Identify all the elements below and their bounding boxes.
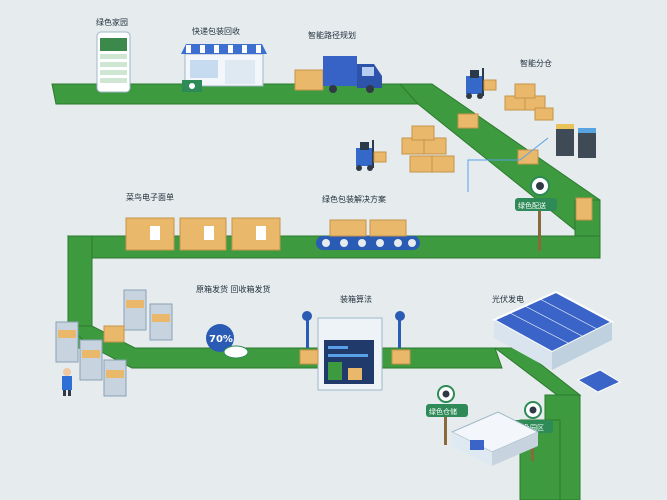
- recycle-bins: [556, 124, 596, 158]
- recycle-station: [181, 44, 267, 92]
- packing-machine: [299, 311, 411, 391]
- box-stack-top: [457, 83, 554, 129]
- sign-green-storage: 绿色仓储: [426, 385, 468, 445]
- label-smart-route: 智能路径规划: [308, 30, 356, 40]
- label-green-home: 绿色家园: [96, 17, 128, 27]
- conveyor-belt: [316, 219, 420, 250]
- box-stack-middle: [401, 125, 539, 173]
- solar-building: [491, 290, 615, 370]
- phone-app: [96, 31, 131, 93]
- sign-green-delivery-text: 绿色配送: [518, 201, 546, 210]
- recycle-badge: 70%: [206, 324, 249, 359]
- label-express-recycle: 快递包装回收: [192, 26, 240, 36]
- sign-green-delivery: 绿色配送: [515, 176, 557, 251]
- sign-green-storage-text: 绿色仓储: [429, 407, 457, 416]
- warehouse-building: [450, 411, 540, 466]
- delivery-truck: [294, 56, 382, 93]
- label-packing-algorithm: 装箱算法: [340, 294, 372, 304]
- shelves: [55, 289, 173, 397]
- badge-percent: 70%: [209, 334, 233, 345]
- cainiao-label-boxes: [125, 217, 281, 251]
- label-solar-power: 光伏发电: [492, 294, 524, 304]
- box-right: [575, 197, 593, 221]
- worker: [62, 368, 72, 396]
- forklift-top: [466, 68, 497, 99]
- label-smart-warehouse: 智能分仓: [520, 58, 552, 68]
- label-green-packaging: 绿色包装解决方案: [322, 194, 386, 204]
- label-cainiao-label: 菜鸟电子面单: [126, 192, 174, 202]
- forklift-middle: [356, 140, 387, 171]
- small-solar-panel: [576, 369, 622, 393]
- label-box-recycle: 原箱发货 回收箱发货: [196, 284, 271, 294]
